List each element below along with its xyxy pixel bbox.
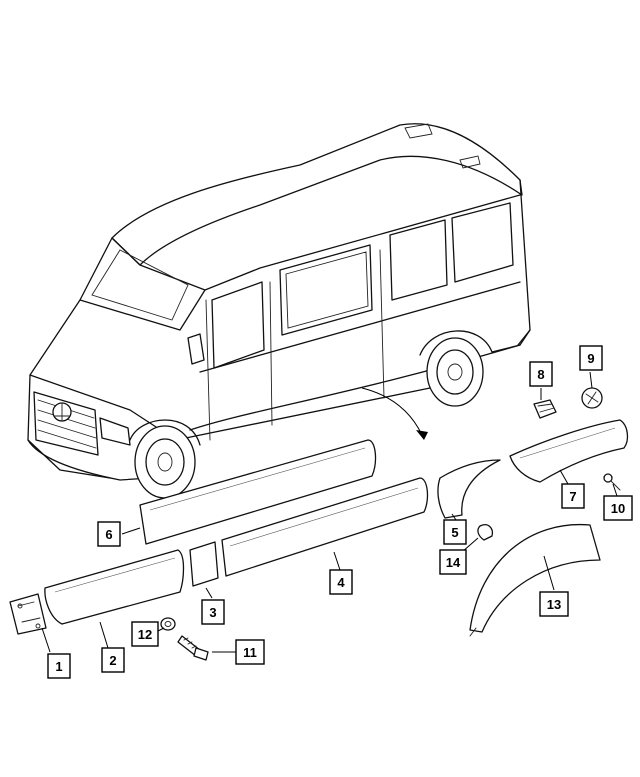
part-7-rear-molding bbox=[509, 419, 629, 483]
part-8-push-clip bbox=[533, 399, 557, 419]
callout-11-label: 11 bbox=[243, 645, 257, 660]
callout-2: 2 bbox=[101, 647, 125, 673]
callout-14-label: 14 bbox=[446, 555, 461, 570]
callout-5-label: 5 bbox=[451, 525, 458, 540]
callout-5: 5 bbox=[443, 519, 467, 545]
part-10-screw bbox=[603, 473, 621, 491]
callout-13-label: 13 bbox=[547, 597, 561, 612]
callout-8: 8 bbox=[529, 361, 553, 387]
part-11-bolt bbox=[177, 635, 209, 661]
callout-4-label: 4 bbox=[337, 575, 345, 590]
leader-lines bbox=[41, 371, 618, 653]
callout-8-label: 8 bbox=[537, 367, 544, 382]
part-9-round-clip bbox=[581, 387, 603, 409]
callout-14: 14 bbox=[439, 549, 467, 575]
part-12-nut bbox=[160, 617, 176, 631]
part-4-lower-molding bbox=[221, 477, 429, 577]
callout-1: 1 bbox=[47, 653, 71, 679]
part-14-clip bbox=[477, 524, 494, 541]
part-5-arch-trim bbox=[437, 459, 501, 519]
part-1-end-cap bbox=[9, 593, 47, 635]
callout-3: 3 bbox=[201, 599, 225, 625]
callout-9-label: 9 bbox=[587, 351, 594, 366]
part-6-door-molding bbox=[139, 439, 377, 545]
callout-6: 6 bbox=[97, 521, 121, 547]
part-3-short-molding bbox=[189, 541, 219, 587]
callout-2-label: 2 bbox=[109, 653, 116, 668]
callout-4: 4 bbox=[329, 569, 353, 595]
callout-12-label: 12 bbox=[138, 627, 152, 642]
callout-6-label: 6 bbox=[105, 527, 112, 542]
callout-9: 9 bbox=[579, 345, 603, 371]
part-13-wheel-flare bbox=[469, 523, 601, 637]
van-illustration bbox=[27, 123, 531, 499]
callout-10: 10 bbox=[603, 495, 633, 521]
callout-11: 11 bbox=[235, 639, 265, 665]
callout-12: 12 bbox=[131, 621, 159, 647]
callout-10-label: 10 bbox=[611, 501, 625, 516]
part-2-front-molding bbox=[44, 549, 185, 625]
callout-13: 13 bbox=[539, 591, 569, 617]
callout-7: 7 bbox=[561, 483, 585, 509]
callout-7-label: 7 bbox=[569, 489, 576, 504]
callout-3-label: 3 bbox=[209, 605, 216, 620]
callout-1-label: 1 bbox=[55, 659, 62, 674]
